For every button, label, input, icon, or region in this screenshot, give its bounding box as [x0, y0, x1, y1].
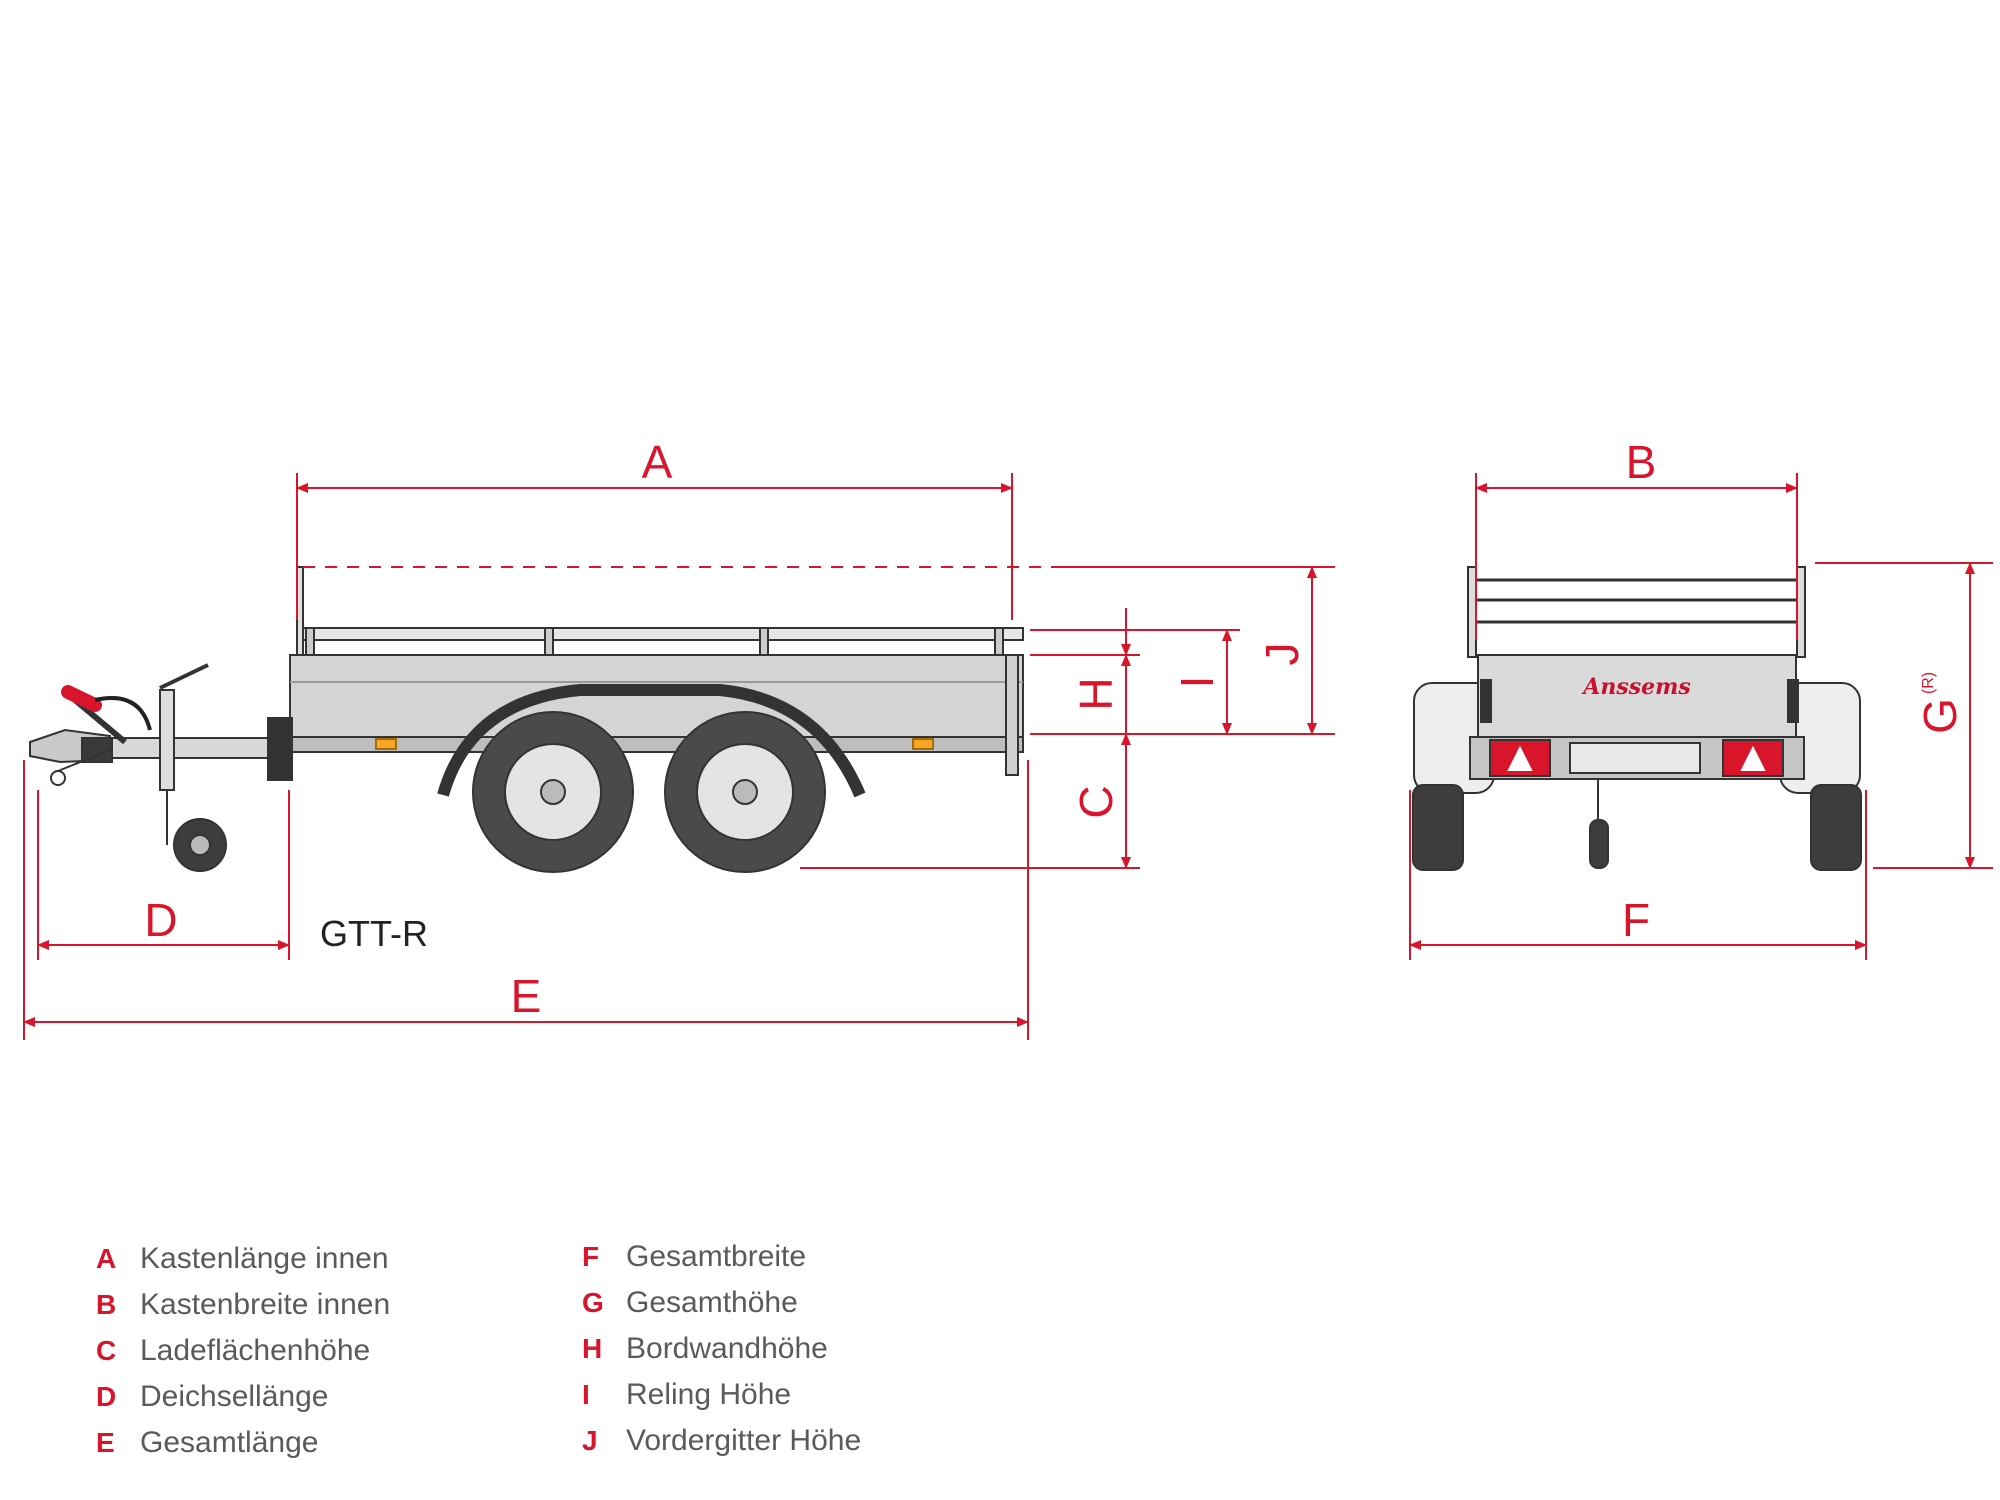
- legend-key: G: [582, 1287, 604, 1318]
- legend-item-a: A Kastenlänge innen: [96, 1236, 390, 1282]
- legend-key: H: [582, 1333, 603, 1364]
- legend-key: D: [96, 1381, 117, 1412]
- legend-label: Vordergitter Höhe: [626, 1424, 862, 1457]
- legend-item-g: G Gesamthöhe: [582, 1280, 861, 1326]
- legend-label: Ladeflächenhöhe: [140, 1334, 371, 1367]
- dim-label-b: B: [1626, 436, 1657, 488]
- legend-label: Gesamtbreite: [626, 1240, 807, 1273]
- legend-label: Reling Höhe: [626, 1378, 792, 1411]
- legend-key: E: [96, 1427, 115, 1458]
- legend-label: Gesamthöhe: [626, 1286, 798, 1319]
- legend-item-f: F Gesamtbreite: [582, 1234, 861, 1280]
- legend-item-e: E Gesamtlänge: [96, 1420, 390, 1466]
- legend-item-h: H Bordwandhöhe: [582, 1326, 861, 1372]
- side-view-trailer-icon: [29, 566, 1024, 873]
- legend-key: C: [96, 1335, 117, 1366]
- legend-label: Bordwandhöhe: [626, 1332, 828, 1365]
- dim-label-g: G: [1914, 698, 1966, 734]
- dim-label-e: E: [511, 970, 542, 1022]
- legend-key: J: [582, 1425, 598, 1456]
- legend-item-i: I Reling Höhe: [582, 1372, 861, 1418]
- dim-label-c: C: [1070, 785, 1122, 818]
- dim-label-d: D: [144, 894, 177, 946]
- legend-label: Gesamtlänge: [140, 1426, 319, 1459]
- dim-label-i: I: [1171, 676, 1223, 689]
- legend-label: Kastenbreite innen: [140, 1288, 391, 1321]
- legend-column-2: F Gesamtbreite G Gesamthöhe H Bordwandhö…: [582, 1234, 861, 1464]
- legend-key: F: [582, 1241, 600, 1272]
- legend-label: Deichsellänge: [140, 1380, 329, 1413]
- legend-key: A: [96, 1243, 117, 1274]
- legend-key: B: [96, 1289, 117, 1320]
- dim-label-g-superscript: (R): [1920, 672, 1937, 694]
- legend-key: I: [582, 1379, 590, 1410]
- dimension-arrow-icon: [23, 473, 1993, 1040]
- legend-item-d: D Deichsellänge: [96, 1374, 390, 1420]
- dim-label-f: F: [1622, 894, 1650, 946]
- model-name: GTT-R: [320, 913, 428, 954]
- dim-label-h: H: [1070, 677, 1122, 710]
- dim-label-a: A: [642, 436, 673, 488]
- legend-item-c: C Ladeflächenhöhe: [96, 1328, 390, 1374]
- legend-column-1: A Kastenlänge innen B Kastenbreite innen…: [96, 1236, 390, 1466]
- brand-logo: Anssems: [1581, 674, 1691, 700]
- rear-view-trailer-icon: [1412, 566, 1862, 871]
- legend-label: Kastenlänge innen: [140, 1242, 389, 1275]
- dim-label-j: J: [1256, 643, 1308, 666]
- legend-item-b: B Kastenbreite innen: [96, 1282, 390, 1328]
- legend-item-j: J Vordergitter Höhe: [582, 1418, 861, 1464]
